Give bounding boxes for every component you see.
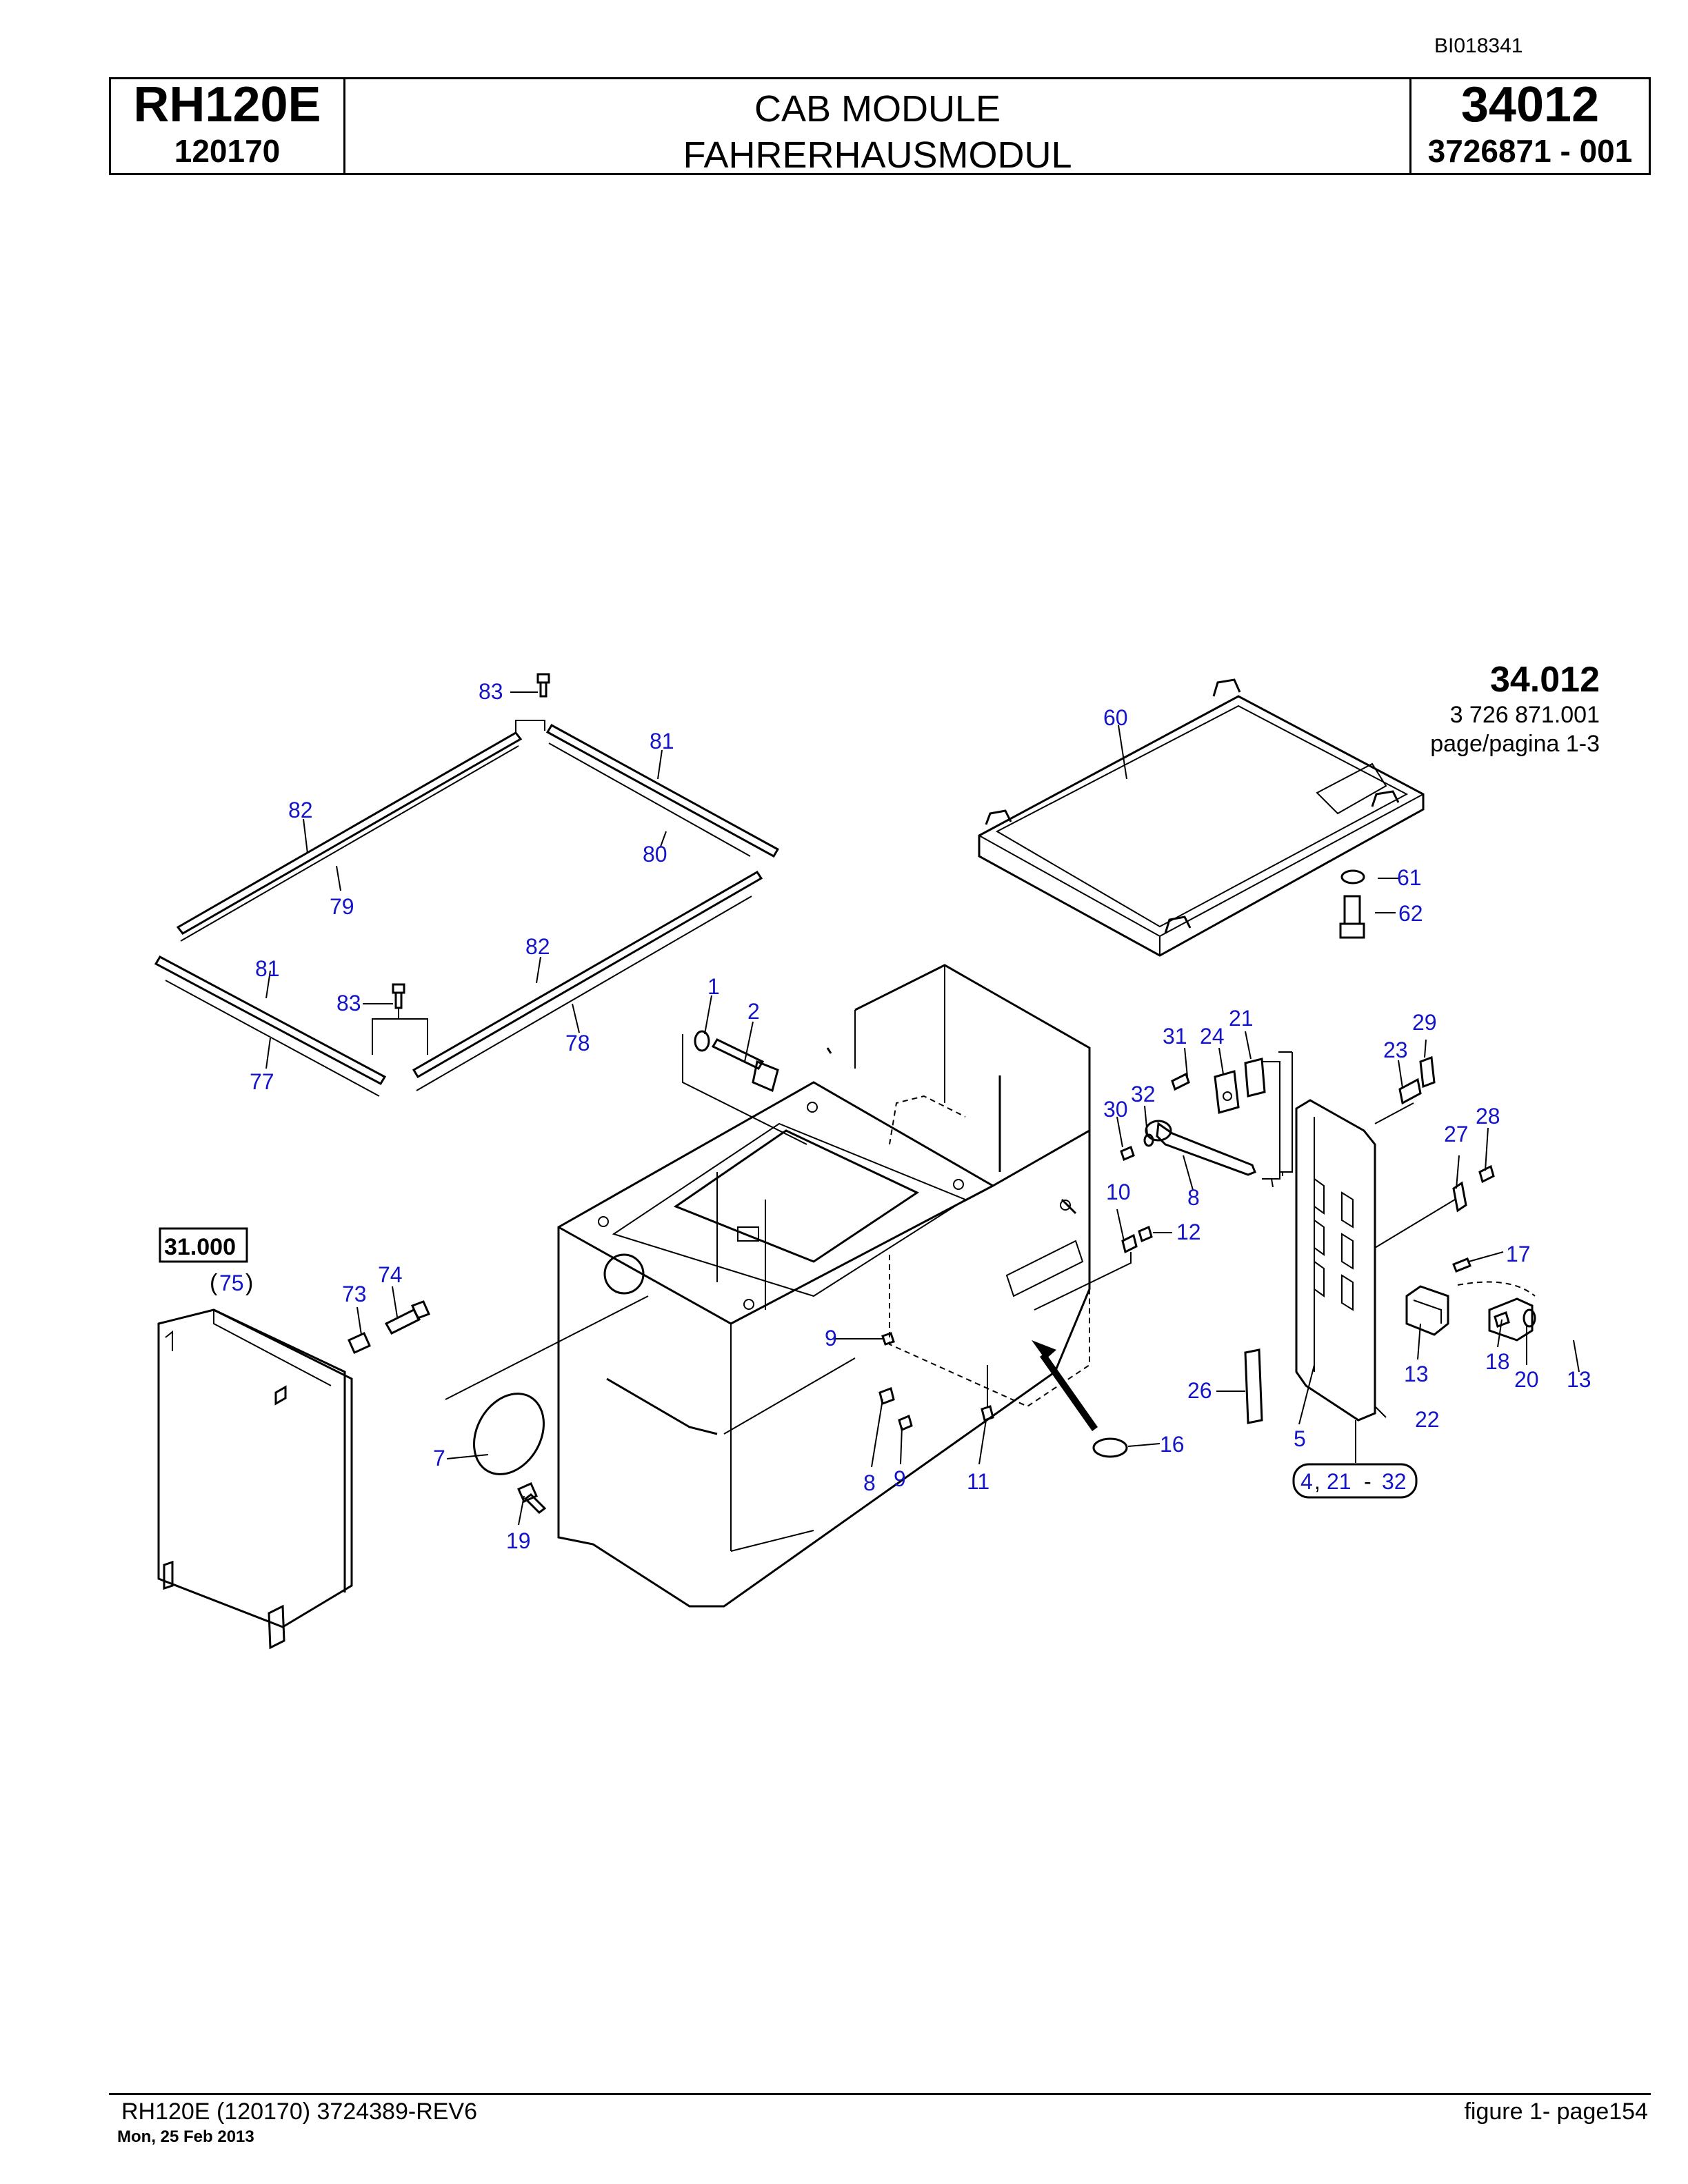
callout-78[interactable]: 78 xyxy=(565,1031,590,1055)
callout-9b[interactable]: 9 xyxy=(894,1466,906,1491)
callout-16[interactable]: 16 xyxy=(1160,1432,1185,1457)
figure-code: 3 726 871.001 xyxy=(1449,702,1600,728)
callout-leaders xyxy=(265,691,1580,1526)
group-ref-dash: - xyxy=(1364,1469,1372,1494)
figure-reference: 34.012 3 726 871.001 page/pagina 1-3 xyxy=(1310,659,1600,758)
electrical-module-box xyxy=(157,1300,431,1650)
callout-74[interactable]: 74 xyxy=(378,1262,403,1287)
callout-27[interactable]: 27 xyxy=(1444,1122,1469,1146)
callout-8b[interactable]: 8 xyxy=(863,1470,876,1495)
callout-32[interactable]: 32 xyxy=(1131,1082,1156,1106)
door-handle-assembly xyxy=(1034,1058,1280,1311)
floor-plate xyxy=(978,678,1425,957)
callout-19[interactable]: 19 xyxy=(506,1528,531,1553)
callout-10[interactable]: 10 xyxy=(1106,1180,1131,1204)
group-ref-21[interactable]: 21 xyxy=(1327,1469,1352,1494)
callout-17[interactable]: 17 xyxy=(1506,1242,1531,1266)
reference-box-text: 31.000 xyxy=(164,1234,236,1260)
callout-23[interactable]: 23 xyxy=(1383,1038,1408,1062)
callout-73[interactable]: 73 xyxy=(342,1282,367,1306)
callout-83b[interactable]: 83 xyxy=(336,991,361,1015)
document-id: BI018341 xyxy=(1434,34,1523,57)
callout-7[interactable]: 7 xyxy=(433,1446,445,1470)
group-cell: 34012 3726871 - 001 xyxy=(1411,77,1649,173)
callout-11[interactable]: 11 xyxy=(967,1469,989,1494)
reference-box xyxy=(159,1227,248,1263)
callout-31[interactable]: 31 xyxy=(1163,1024,1187,1049)
footer-page-ref: figure 1- page154 xyxy=(1464,2099,1648,2125)
footer-divider xyxy=(109,2093,1651,2095)
callout-82b[interactable]: 82 xyxy=(525,934,550,959)
bolt-and-washer xyxy=(682,1030,807,1145)
ref-paren-close: ) xyxy=(245,1270,253,1296)
callout-80[interactable]: 80 xyxy=(643,842,667,867)
hinges xyxy=(1405,1281,1536,1342)
group-number: 34012 xyxy=(1460,77,1600,132)
callout-13a[interactable]: 13 xyxy=(1404,1362,1429,1386)
callout-24[interactable]: 24 xyxy=(1200,1024,1225,1049)
callout-28[interactable]: 28 xyxy=(1476,1104,1500,1129)
title-block: RH120E 120170 CAB MODULE FAHRERHAUSMODUL… xyxy=(109,77,1651,176)
group-ref-4[interactable]: 4 xyxy=(1300,1469,1313,1494)
callout-79[interactable]: 79 xyxy=(330,894,354,919)
title-english: CAB MODULE xyxy=(754,88,1001,130)
arrow-indicator xyxy=(1032,1340,1098,1431)
rubber-strip xyxy=(1244,1348,1263,1424)
small-fasteners xyxy=(878,1332,994,1432)
footer-date: Mon, 25 Feb 2013 xyxy=(117,2127,254,2146)
ref-paren-open: ( xyxy=(210,1270,218,1296)
group-ref-32[interactable]: 32 xyxy=(1382,1469,1407,1494)
grommet xyxy=(1092,1437,1128,1458)
callout-2[interactable]: 2 xyxy=(747,999,760,1024)
callout-1[interactable]: 1 xyxy=(707,974,720,999)
callout-26[interactable]: 26 xyxy=(1187,1378,1212,1403)
group-ref-sep: , xyxy=(1314,1469,1320,1494)
model-cell: RH120E 120170 xyxy=(111,77,345,173)
callout-61[interactable]: 61 xyxy=(1397,865,1422,890)
title-cell: CAB MODULE FAHRERHAUSMODUL xyxy=(345,79,1411,176)
callout-12[interactable]: 12 xyxy=(1176,1220,1201,1244)
round-cover xyxy=(445,1295,649,1514)
callout-20[interactable]: 20 xyxy=(1514,1367,1539,1392)
callout-77[interactable]: 77 xyxy=(250,1069,274,1094)
figure-number: 34.012 xyxy=(1489,660,1600,700)
figure-page: page/pagina 1-3 xyxy=(1430,731,1600,757)
callout-60[interactable]: 60 xyxy=(1103,705,1128,730)
cab-module-body xyxy=(557,964,1091,1608)
model-name: RH120E xyxy=(133,77,321,132)
callout-82a[interactable]: 82 xyxy=(288,798,313,822)
group-reference-box xyxy=(1292,1463,1418,1499)
callout-30[interactable]: 30 xyxy=(1103,1097,1128,1122)
callout-22[interactable]: 22 xyxy=(1415,1407,1440,1432)
ref-item-75[interactable]: 75 xyxy=(219,1271,244,1295)
footer-document-ref: RH120E (120170) 3724389-REV6 xyxy=(121,2099,478,2125)
door-panel xyxy=(1295,1055,1495,1422)
callout-29[interactable]: 29 xyxy=(1412,1010,1437,1035)
title-german: FAHRERHAUSMODUL xyxy=(683,134,1072,176)
callout-5[interactable]: 5 xyxy=(1294,1426,1306,1451)
callout-81a[interactable]: 81 xyxy=(650,729,674,754)
callout-81b[interactable]: 81 xyxy=(255,956,280,981)
callout-62[interactable]: 62 xyxy=(1398,901,1423,926)
part-number: 3726871 - 001 xyxy=(1427,133,1633,169)
seal-strips-assembly xyxy=(154,673,780,1097)
serial-number: 120170 xyxy=(174,133,281,169)
callout-21[interactable]: 21 xyxy=(1229,1006,1254,1031)
callout-18[interactable]: 18 xyxy=(1485,1349,1510,1374)
callout-labels: 83 81 82 79 80 82 81 83 78 77 60 61 62 1… xyxy=(250,679,1591,1553)
callout-8a[interactable]: 8 xyxy=(1187,1185,1200,1210)
callout-13b[interactable]: 13 xyxy=(1567,1367,1591,1392)
callout-83a[interactable]: 83 xyxy=(479,679,503,704)
callout-9a[interactable]: 9 xyxy=(825,1326,837,1351)
